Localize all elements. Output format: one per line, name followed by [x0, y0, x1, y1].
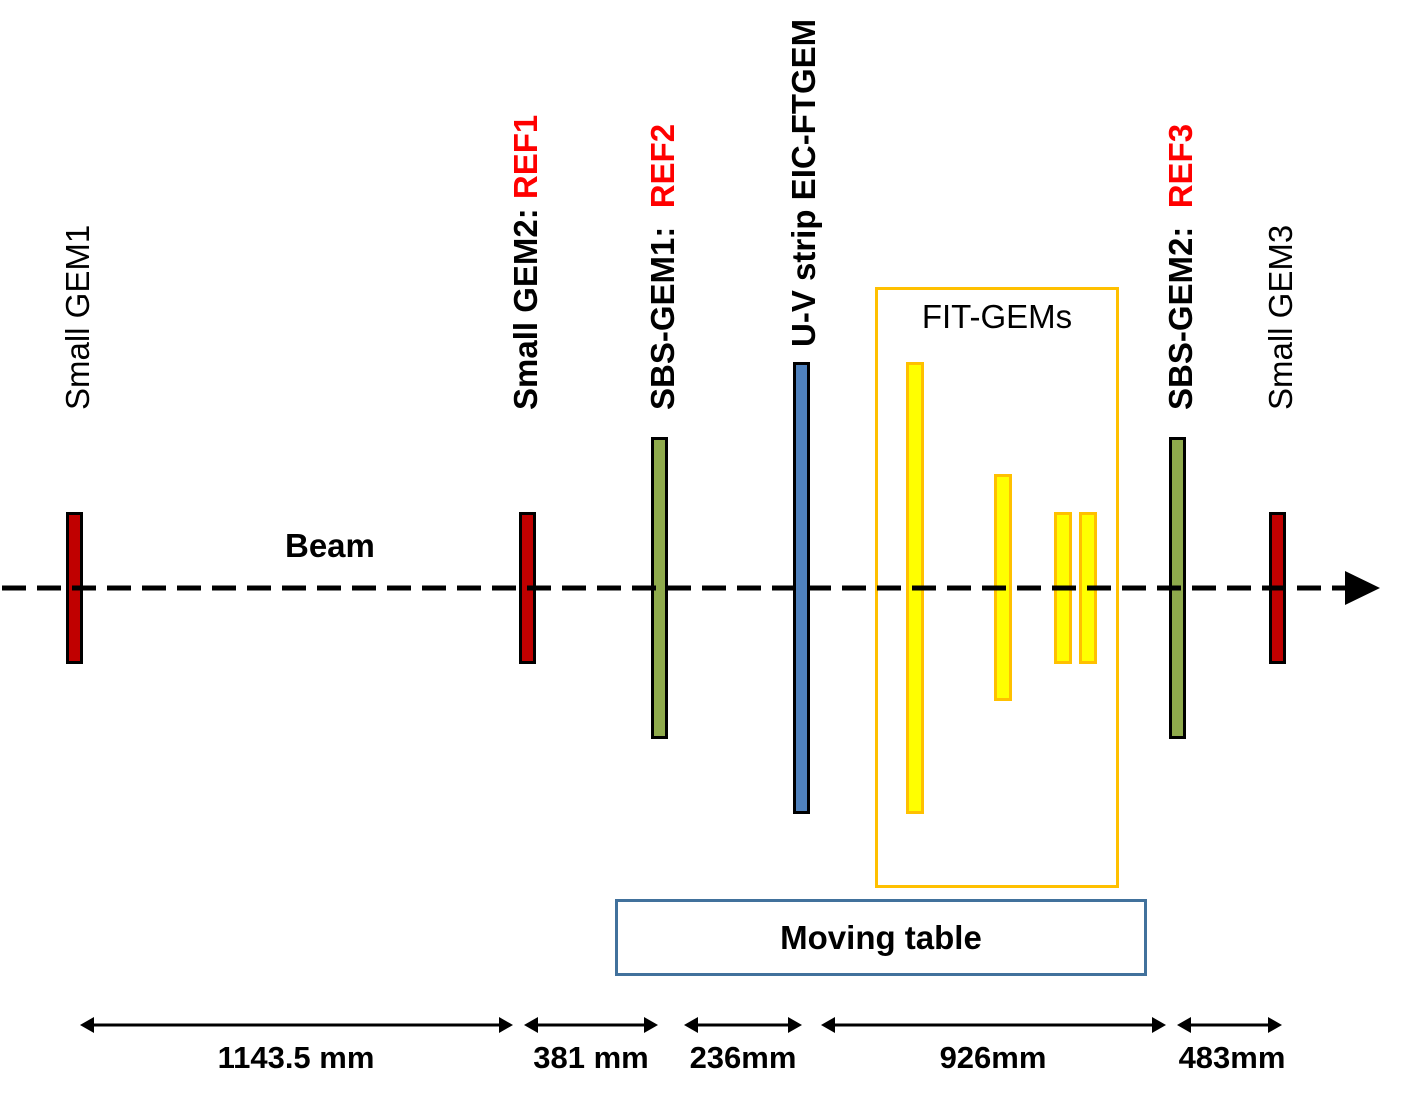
ref1-tag: REF1 [507, 114, 544, 200]
beam-arrowhead [1345, 571, 1380, 605]
uv-strip-label: U-V strip EIC-FTGEM [785, 18, 822, 347]
dimension-arrow-3 [684, 1017, 802, 1033]
distance-label-1: 1143.5 mm [217, 1040, 375, 1075]
beam-label: Beam [285, 527, 375, 564]
distance-label-5: 483mm [1178, 1040, 1286, 1075]
distance-label-4: 926mm [939, 1040, 1047, 1075]
moving-table-label: Moving table [780, 918, 982, 956]
fit-gems-enclosure [875, 287, 1119, 888]
moving-table: Moving table [615, 899, 1147, 976]
distance-label-2: 381 mm [533, 1040, 649, 1075]
ref3-tag: REF3 [1162, 123, 1199, 209]
small-gem1-label: Small GEM1 [59, 224, 96, 410]
sbs-gem2-label: SBS-GEM2: REF3 [1162, 123, 1199, 410]
dimension-arrow-2 [524, 1017, 658, 1033]
dimension-arrow-4 [821, 1017, 1166, 1033]
fit-gems-label: FIT-GEMs [921, 298, 1073, 335]
distance-label-3: 236mm [689, 1040, 797, 1075]
dimension-arrow-5 [1177, 1017, 1282, 1033]
dimension-arrow-1 [80, 1017, 513, 1033]
small-gem3-label: Small GEM3 [1262, 224, 1299, 410]
sbs-gem1-label: SBS-GEM1: REF2 [644, 123, 681, 410]
ref2-tag: REF2 [644, 123, 681, 209]
small-gem2-label: Small GEM2: REF1 [507, 114, 544, 410]
